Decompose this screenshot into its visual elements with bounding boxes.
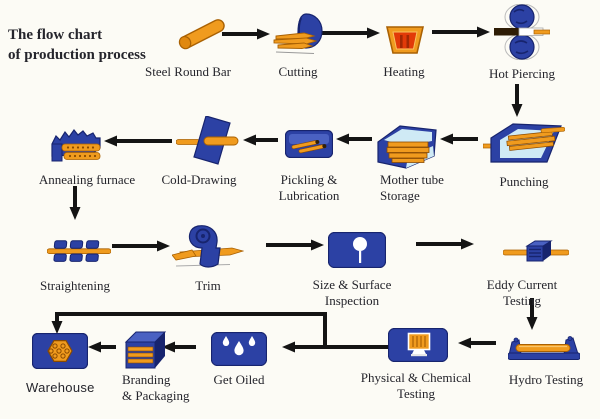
page-title: The flow chart of production process: [8, 26, 146, 65]
node-label-line: & Packaging: [122, 387, 190, 403]
node-heating: Heating: [368, 10, 440, 84]
round-bar-icon: [172, 14, 232, 54]
roller-bar-icon: [47, 240, 111, 262]
oil-drops-icon: [211, 332, 267, 366]
tube-stack-icon: [376, 122, 438, 170]
node-label: Size & Surface Inspection: [312, 277, 392, 308]
node-label: Warehouse: [26, 380, 95, 395]
node-label: Annealing furnace: [38, 172, 136, 187]
package-box-icon: [122, 330, 166, 370]
node-cutting: Cutting: [262, 10, 334, 84]
trim-machine-icon: [172, 222, 244, 272]
node-eddy-current-testing: Eddy Current Testing: [468, 228, 576, 308]
node-label: Steel Round Bar: [145, 64, 231, 79]
node-label: Trim: [195, 278, 221, 293]
node-label: Eddy Current Testing: [486, 277, 558, 308]
node-straightening: Straightening: [28, 232, 122, 293]
piercing-rollers-icon: [494, 4, 550, 60]
node-label: Heating: [383, 64, 425, 79]
node-trim: Trim: [172, 220, 244, 293]
node-label-line: Storage: [380, 187, 420, 203]
arrow-annealing-to-straightening: [69, 186, 81, 220]
node-physical-chemical-testing: Physical & Chemical Testing: [354, 326, 478, 408]
arrow-hotpiercing-to-punching: [511, 84, 523, 117]
node-annealing-furnace: Annealing furnace: [34, 120, 140, 187]
node-label: Punching: [499, 174, 549, 189]
node-label-line: Testing: [396, 385, 436, 401]
node-label: Get Oiled: [213, 372, 265, 387]
node-label: Branding & Packaging: [118, 372, 198, 404]
annealing-furnace-icon: [48, 124, 104, 166]
node-label: Hot Piercing: [488, 66, 556, 81]
node-label: Straightening: [39, 278, 111, 293]
punching-die-icon: [483, 120, 565, 164]
node-punching: Punching: [482, 118, 566, 190]
node-mother-tube-storage: Mother tube Storage: [374, 120, 452, 204]
node-hot-piercing: Hot Piercing: [478, 4, 566, 84]
test-coil-icon: [503, 238, 569, 266]
node-steel-round-bar: Steel Round Bar: [138, 12, 238, 84]
tube-bundle-icon: [32, 333, 88, 369]
node-label: Cold-Drawing: [161, 172, 237, 187]
furnace-bucket-icon: [386, 26, 424, 54]
arrow-inspection-to-eddy: [416, 238, 474, 250]
node-label: Hydro Testing: [508, 372, 584, 387]
inspection-gauge-icon: [328, 232, 386, 268]
pickling-bath-icon: [285, 130, 333, 158]
monitor-icon: [388, 328, 448, 362]
node-pickling-lubrication: Pickling & Lubrication: [250, 126, 368, 203]
node-label-line: Mother tube: [380, 172, 444, 187]
test-bench-icon: [508, 334, 580, 362]
page-title-line2: of production process: [8, 46, 146, 63]
node-get-oiled: Get Oiled: [202, 328, 276, 388]
saw-icon: [272, 12, 324, 58]
node-label-line: Branding: [122, 372, 171, 387]
node-hydro-testing: Hydro Testing: [498, 330, 594, 388]
node-label: Pickling & Lubrication: [278, 172, 340, 203]
node-warehouse: Warehouse: [26, 330, 94, 400]
node-label: Mother tube Storage: [374, 172, 452, 204]
node-label-line: Physical & Chemical: [360, 370, 472, 385]
page-title-line1: The flow chart: [8, 27, 103, 43]
node-branding-packaging: Branding & Packaging: [118, 326, 198, 412]
node-cold-drawing: Cold-Drawing: [152, 114, 246, 188]
node-label: Cutting: [278, 64, 318, 79]
node-size-surface-inspection: Size & Surface Inspection: [286, 226, 418, 308]
drawing-die-icon: [176, 116, 240, 166]
node-label: Physical & Chemical Testing: [354, 370, 478, 402]
